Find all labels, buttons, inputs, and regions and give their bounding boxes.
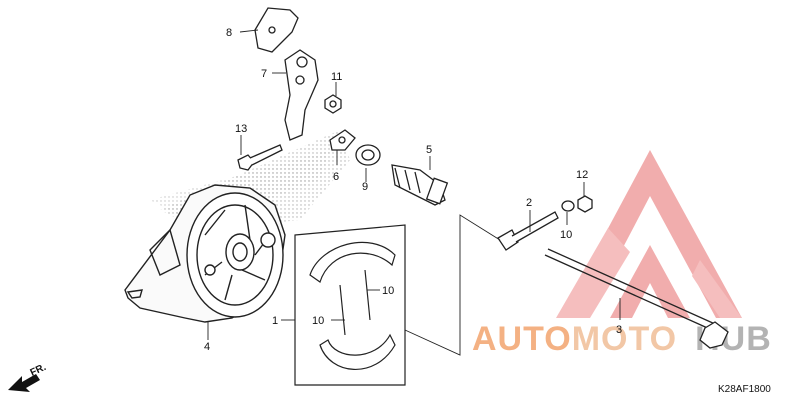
brake-cam — [391, 164, 449, 206]
callout-8: 8 — [226, 27, 232, 39]
axle — [544, 248, 729, 349]
direction-label: FR. — [29, 362, 48, 379]
callout-6: 6 — [333, 171, 339, 183]
watermark-text-part1: AUTO — [472, 320, 572, 358]
watermark-logo-triangles — [556, 150, 742, 318]
arrow-icon — [8, 374, 40, 392]
watermark-text-part2: MOTO — [572, 320, 677, 358]
diagram-code: K28AF1800 — [718, 384, 771, 395]
callouts: 8 7 11 13 6 9 5 2 12 10 3 4 1 10 10 — [204, 27, 622, 353]
indicator-plate — [329, 129, 356, 151]
callout-7: 7 — [261, 68, 267, 80]
brake-arm — [284, 49, 319, 141]
callout-11: 10 — [560, 229, 572, 241]
callout-5: 5 — [426, 144, 432, 156]
callout-13: 12 — [576, 169, 588, 181]
callout-4: 4 — [204, 341, 210, 353]
callout-12: 11 — [331, 71, 342, 83]
callout-10-lower: 10 — [312, 315, 324, 327]
bolt-14 — [237, 144, 283, 171]
nut-12 — [324, 94, 342, 114]
brake-panel — [124, 184, 286, 323]
callout-9: 9 — [362, 181, 368, 193]
callout-1: 1 — [272, 315, 278, 327]
direction-indicator: FR. — [8, 362, 48, 392]
nut-13 — [577, 195, 593, 213]
seal — [355, 144, 381, 166]
callout-10-upper: 10 — [382, 285, 394, 297]
callout-2: 2 — [526, 197, 532, 209]
adjust-bolt — [497, 211, 559, 251]
shoe-assembly-box — [294, 224, 406, 386]
washer-11 — [561, 200, 575, 212]
leader-lines — [207, 29, 621, 356]
arm-cover — [254, 7, 299, 53]
callout-3: 3 — [616, 324, 622, 336]
callout-14: 13 — [235, 123, 247, 135]
